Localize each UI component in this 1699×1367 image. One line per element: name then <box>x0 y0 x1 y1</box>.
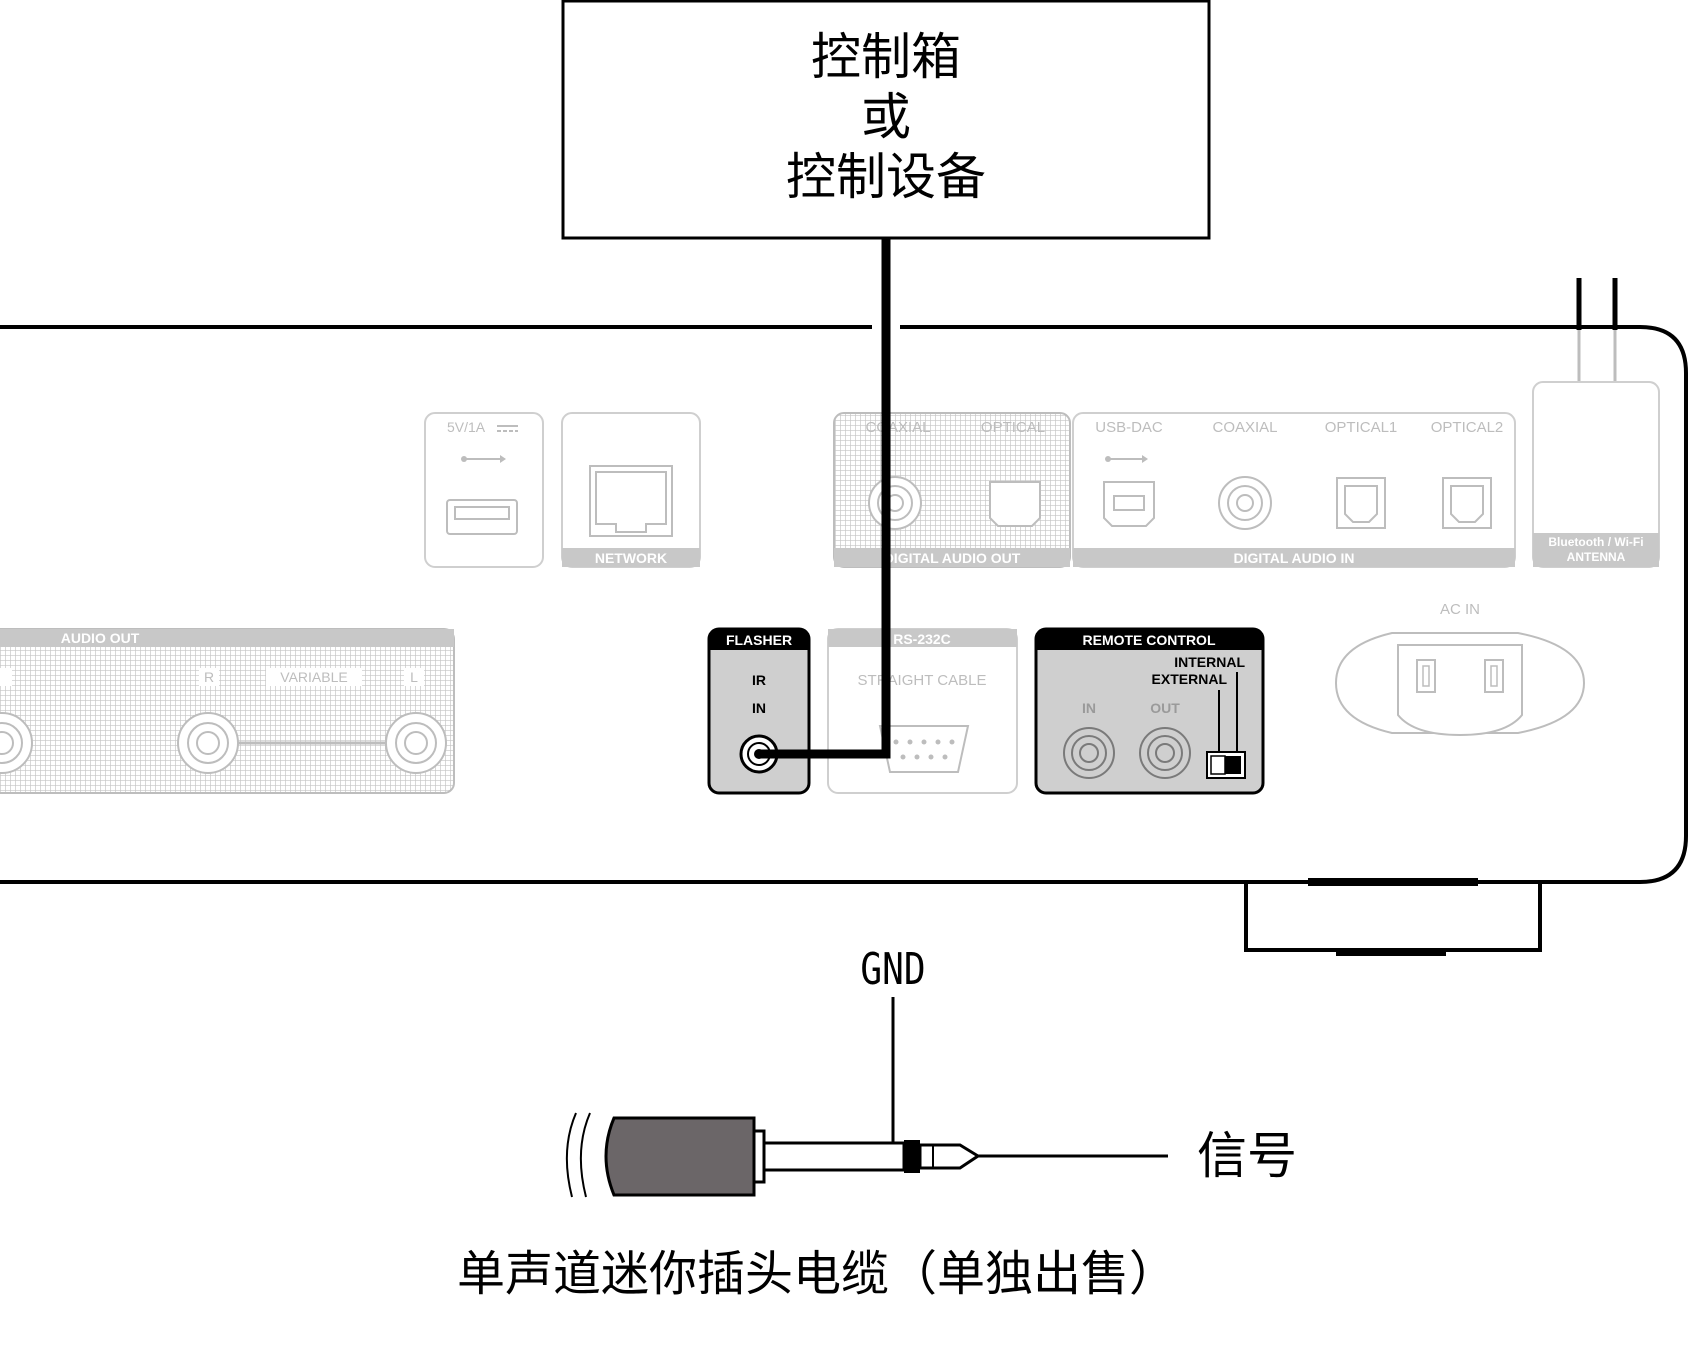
flasher-label: FLASHER <box>726 632 792 648</box>
rs232c-port: RS-232C STRAIGHT CABLE <box>827 628 1018 794</box>
rs232c-label: RS-232C <box>893 631 951 647</box>
audio-out-l-label: L <box>410 669 418 685</box>
flasher-port: FLASHER IR IN <box>707 627 811 795</box>
audio-out: AUDIO OUT R VARIABLE L <box>0 628 455 794</box>
usb-dac-symbol-icon <box>1105 455 1148 463</box>
straight-cable-label: STRAIGHT CABLE <box>858 672 987 689</box>
audio-out-label: AUDIO OUT <box>61 630 140 646</box>
mono-mini-plug: GND 信号 单声道迷你插头电缆（单独出售） <box>457 945 1297 1302</box>
antenna-port: Bluetooth / Wi-Fi ANTENNA <box>1532 381 1660 568</box>
internal-external-switch[interactable] <box>1206 751 1246 779</box>
in-coaxial-label: COAXIAL <box>1212 419 1277 436</box>
external-label: EXTERNAL <box>1152 671 1228 687</box>
digital-audio-in: USB-DAC COAXIAL OPTICAL1 OPTICAL2 DIGITA… <box>1072 412 1516 568</box>
rc-out-label: OUT <box>1150 700 1180 716</box>
digital-audio-out: COAXIAL OPTICAL DIGITAL AUDIO OUT <box>833 412 1071 568</box>
control-box-line2: 或 <box>861 88 911 146</box>
antenna-label-line2: ANTENNA <box>1567 550 1626 564</box>
control-box-line1: 控制箱 <box>811 28 961 86</box>
digital-out-optical-label: OPTICAL <box>981 419 1045 436</box>
ac-in-label: AC IN <box>1440 601 1480 618</box>
internal-label: INTERNAL <box>1174 654 1245 670</box>
flasher-ir-label: IR <box>752 672 766 688</box>
variable-label: VARIABLE <box>280 669 347 685</box>
remote-control-port: REMOTE CONTROL INTERNAL EXTERNAL IN OUT <box>1034 627 1265 795</box>
optical2-label: OPTICAL2 <box>1431 419 1504 436</box>
digital-audio-out-label: DIGITAL AUDIO OUT <box>884 550 1021 566</box>
usb-power-label: 5V/1A <box>447 419 486 435</box>
device-rear-panel <box>0 278 1688 956</box>
control-box: 控制箱 或 控制设备 <box>561 0 1211 240</box>
digital-audio-in-label: DIGITAL AUDIO IN <box>1233 550 1354 566</box>
signal-label: 信号 <box>1197 1127 1297 1185</box>
gnd-label: GND <box>860 945 925 995</box>
audio-out-r-label: R <box>204 669 214 685</box>
usb-dac-label: USB-DAC <box>1095 419 1163 436</box>
network-label: NETWORK <box>595 550 667 566</box>
control-cable <box>760 238 900 759</box>
network-port: NETWORK <box>561 412 701 568</box>
usb-power-port: 5V/1A <box>424 412 544 568</box>
remote-control-label: REMOTE CONTROL <box>1083 632 1216 648</box>
control-box-line3: 控制设备 <box>786 148 986 206</box>
plug-caption: 单声道迷你插头电缆（单独出售） <box>457 1246 1177 1302</box>
device-foot <box>1244 882 1542 952</box>
digital-out-coaxial-label: COAXIAL <box>865 419 930 436</box>
rc-in-label: IN <box>1082 700 1096 716</box>
antenna-label-line1: Bluetooth / Wi-Fi <box>1548 535 1643 549</box>
optical1-label: OPTICAL1 <box>1325 419 1398 436</box>
ac-in-socket: AC IN <box>1334 601 1586 737</box>
flasher-in-label: IN <box>752 700 766 716</box>
usb-symbol-icon <box>461 455 506 463</box>
